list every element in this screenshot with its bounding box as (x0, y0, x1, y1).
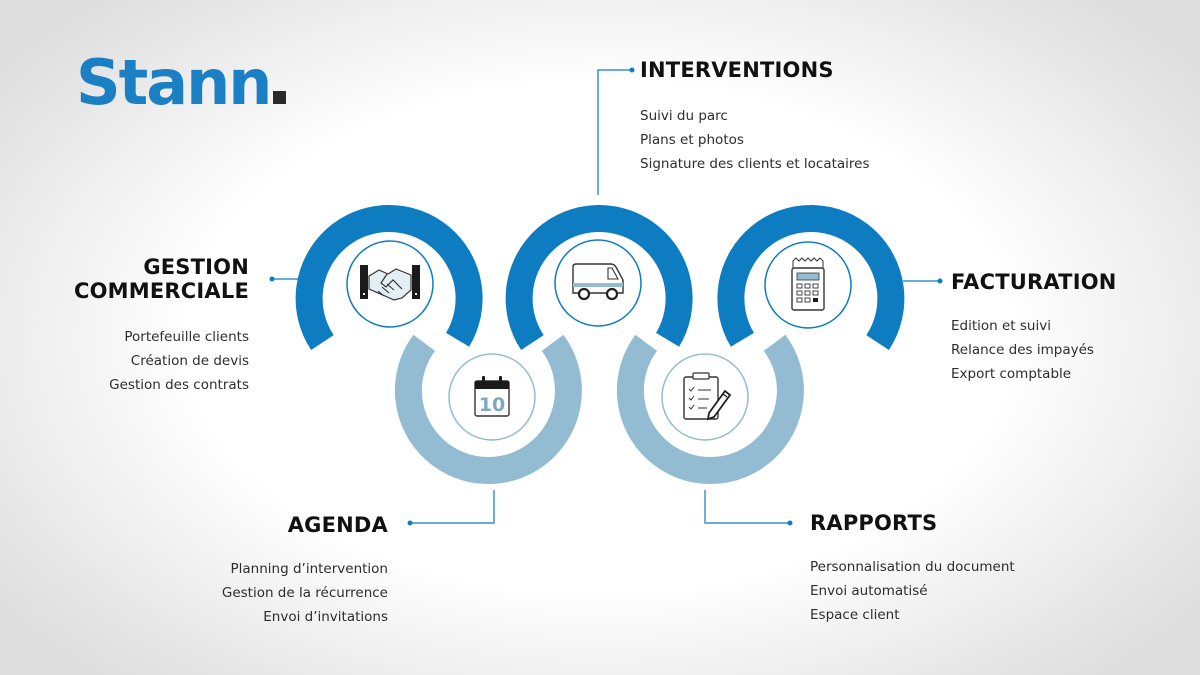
ring-interventions (505, 204, 693, 351)
clipboard-icon (683, 372, 732, 421)
connector-dot-interventions (629, 67, 635, 73)
feature-item: Plans et photos (640, 132, 744, 148)
ring-rapports (616, 334, 804, 485)
connector-interventions (597, 69, 632, 195)
module-title: FACTURATION (951, 270, 1117, 294)
ring-gestion (295, 204, 483, 351)
ring-facturation (717, 204, 905, 351)
calculator-icon (791, 257, 825, 311)
feature-item: Gestion de la récurrence (221, 585, 388, 601)
feature-item: Edition et suivi (951, 318, 1051, 334)
van-icon (572, 263, 624, 301)
connector-dot-gestion (269, 276, 275, 282)
connector-dot-facturation (937, 278, 943, 284)
module-facturation: FACTURATION Edition et suivi Relance des… (951, 270, 1117, 386)
feature-item: Planning d’intervention (230, 561, 388, 577)
feature-item: Envoi automatisé (810, 583, 928, 599)
feature-item: Création de devis (130, 353, 249, 369)
feature-item: Portefeuille clients (124, 329, 249, 345)
module-title: RAPPORTS (810, 511, 938, 535)
brand-name: Stann (76, 46, 272, 119)
connector-agenda (410, 490, 495, 524)
brand-logo: Stann (76, 52, 287, 114)
module-title: INTERVENTIONS (640, 58, 834, 82)
feature-item: Signature des clients et locataires (640, 156, 870, 172)
feature-item: Envoi d’invitations (263, 609, 388, 625)
connectors (272, 69, 940, 524)
module-agenda: AGENDA Planning d’intervention Gestion d… (222, 513, 388, 629)
feature-item: Espace client (810, 607, 900, 623)
connector-dot-agenda (407, 520, 413, 526)
calendar-icon: 10 (474, 376, 510, 417)
brand-square (273, 91, 287, 104)
ring-agenda (394, 334, 582, 485)
feature-item: Export comptable (951, 366, 1072, 382)
calendar-day: 10 (479, 394, 505, 416)
module-interventions: INTERVENTIONS Suivi du parc Plans et pho… (640, 58, 870, 176)
module-rapports: RAPPORTS Personnalisation du document En… (810, 511, 1015, 627)
feature-item: Relance des impayés (951, 342, 1094, 358)
handshake-icon (360, 265, 420, 301)
module-title: AGENDA (287, 513, 388, 537)
feature-item: Suivi du parc (640, 108, 728, 124)
connector-dot-rapports (787, 520, 793, 526)
connector-rapports (704, 490, 790, 524)
feature-item: Gestion des contrats (109, 377, 249, 393)
feature-item: Personnalisation du document (810, 559, 1015, 575)
